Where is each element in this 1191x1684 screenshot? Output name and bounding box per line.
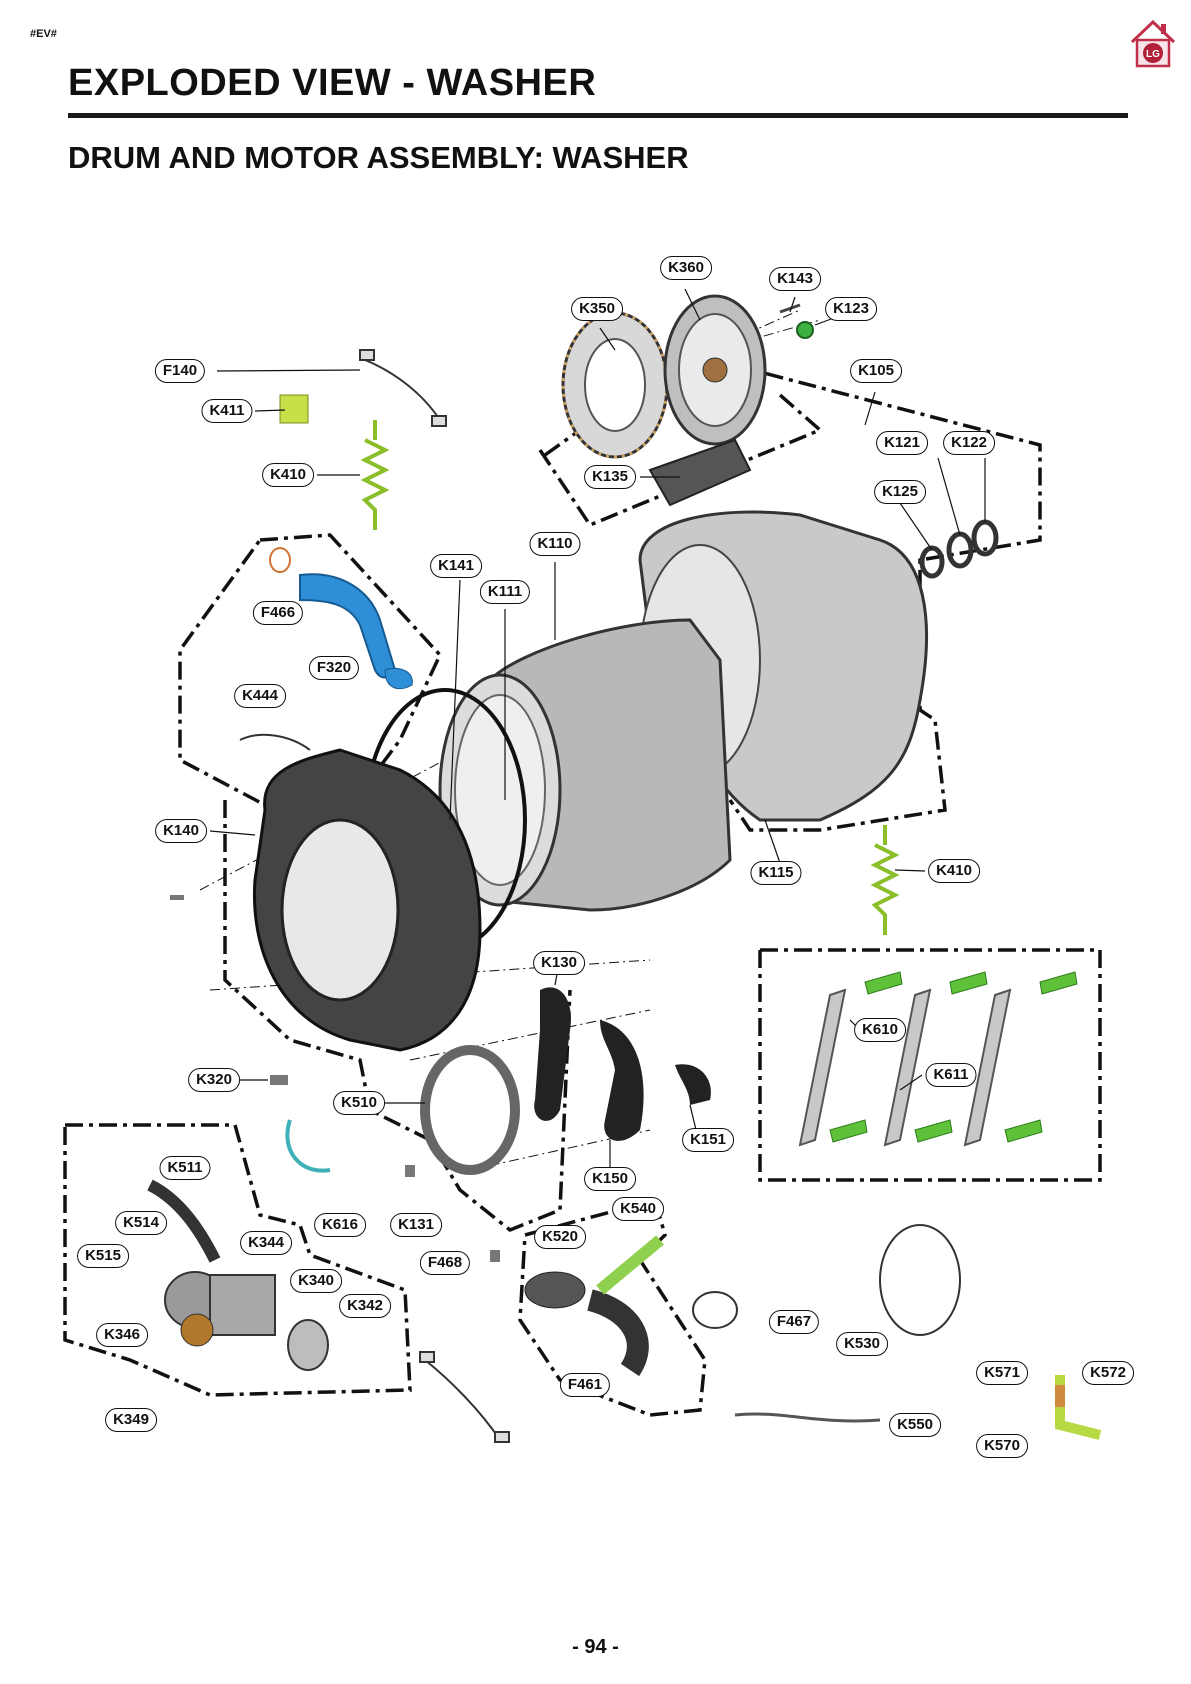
part-label[interactable]: K410	[928, 859, 980, 883]
page-title: EXPLODED VIEW - WASHER	[68, 62, 597, 104]
part-label[interactable]: K340	[290, 1269, 342, 1293]
document-tag: #EV#	[30, 28, 57, 40]
section-title: DRUM AND MOTOR ASSEMBLY: WASHER	[68, 140, 689, 175]
part-label[interactable]: K616	[314, 1213, 366, 1237]
page-number: - 94 -	[572, 1636, 619, 1658]
part-label[interactable]: K346	[96, 1323, 148, 1347]
bolt-part	[779, 303, 801, 314]
stator-part	[561, 311, 669, 459]
hub-nut-part	[796, 321, 814, 339]
part-label[interactable]: K121	[876, 431, 928, 455]
front-tub-part	[252, 748, 482, 1052]
part-label[interactable]: K540	[612, 1197, 664, 1221]
tub-weight-part	[534, 987, 571, 1121]
front-weight-part	[600, 1020, 644, 1141]
part-label[interactable]: K349	[105, 1408, 157, 1432]
part-label[interactable]: K122	[943, 431, 995, 455]
title-divider	[68, 113, 1128, 118]
tub-ring-part	[420, 1045, 520, 1175]
lg-home-logo-icon[interactable]: LG	[1128, 18, 1178, 70]
shock-absorbers-part	[798, 988, 1012, 1147]
part-label[interactable]: K143	[769, 267, 821, 291]
rotor-part	[663, 294, 767, 446]
part-label[interactable]: K131	[390, 1213, 442, 1237]
hose-clamp-part	[269, 547, 291, 573]
drain-hose-part	[524, 1235, 664, 1377]
part-label[interactable]: K530	[836, 1332, 888, 1356]
hose-joint-part	[1055, 1385, 1065, 1407]
wire-harness-part	[239, 349, 510, 1443]
bracket-part	[648, 438, 752, 507]
part-label[interactable]: K611	[925, 1063, 977, 1087]
part-label[interactable]: K520	[534, 1225, 586, 1249]
part-label[interactable]: K571	[976, 1361, 1028, 1385]
part-label[interactable]: K150	[584, 1167, 636, 1191]
part-label[interactable]: K115	[750, 861, 802, 885]
part-label[interactable]: K410	[262, 463, 314, 487]
counter-weight-part	[675, 1064, 711, 1105]
pump-clamp-part	[285, 1119, 331, 1173]
part-label[interactable]: K111	[479, 580, 531, 604]
part-label[interactable]: K360	[660, 256, 712, 280]
hose-clamp-f467-part	[692, 1291, 738, 1329]
hose-end-part	[384, 667, 413, 690]
part-label[interactable]: K135	[584, 465, 636, 489]
part-label[interactable]: K514	[115, 1211, 167, 1235]
part-label[interactable]: K344	[240, 1231, 292, 1255]
part-label[interactable]: K444	[234, 684, 286, 708]
part-label[interactable]: K320	[188, 1068, 240, 1092]
part-label[interactable]: K570	[976, 1434, 1028, 1458]
springs-part	[360, 420, 900, 935]
part-label[interactable]: F461	[559, 1373, 611, 1397]
part-label[interactable]: F320	[308, 656, 360, 680]
part-label[interactable]: K411	[201, 399, 253, 423]
part-label[interactable]: K511	[159, 1156, 211, 1180]
screws-part	[170, 895, 500, 1262]
part-label[interactable]: K510	[333, 1091, 385, 1115]
cable-part	[734, 1412, 881, 1423]
part-label[interactable]: K123	[825, 297, 877, 321]
leader-lines	[209, 288, 986, 1177]
part-label[interactable]: K572	[1082, 1361, 1134, 1385]
part-label[interactable]: K130	[533, 951, 585, 975]
drain-pump-part	[147, 1179, 329, 1371]
bearings-part	[919, 519, 999, 579]
absorber-pins-part	[829, 971, 1078, 1143]
part-label[interactable]: F466	[252, 601, 304, 625]
part-label[interactable]: F467	[768, 1310, 820, 1334]
part-label[interactable]: F140	[154, 359, 206, 383]
part-label[interactable]: K105	[850, 359, 902, 383]
part-label[interactable]: K550	[889, 1413, 941, 1437]
part-label[interactable]: K342	[339, 1294, 391, 1318]
part-label[interactable]: K515	[77, 1244, 129, 1268]
part-label[interactable]: K610	[854, 1018, 906, 1042]
part-label[interactable]: K141	[430, 554, 482, 578]
harness-clip-part	[279, 394, 309, 424]
part-label[interactable]: K140	[155, 819, 207, 843]
lg-logo-text: LG	[1146, 49, 1160, 60]
drum-part	[438, 618, 732, 912]
part-label[interactable]: F468	[419, 1251, 471, 1275]
part-label[interactable]: K125	[874, 480, 926, 504]
wire-ring-part	[879, 1224, 961, 1336]
part-label[interactable]: K110	[529, 532, 581, 556]
part-label[interactable]: K151	[682, 1128, 734, 1152]
part-label[interactable]: K350	[571, 297, 623, 321]
